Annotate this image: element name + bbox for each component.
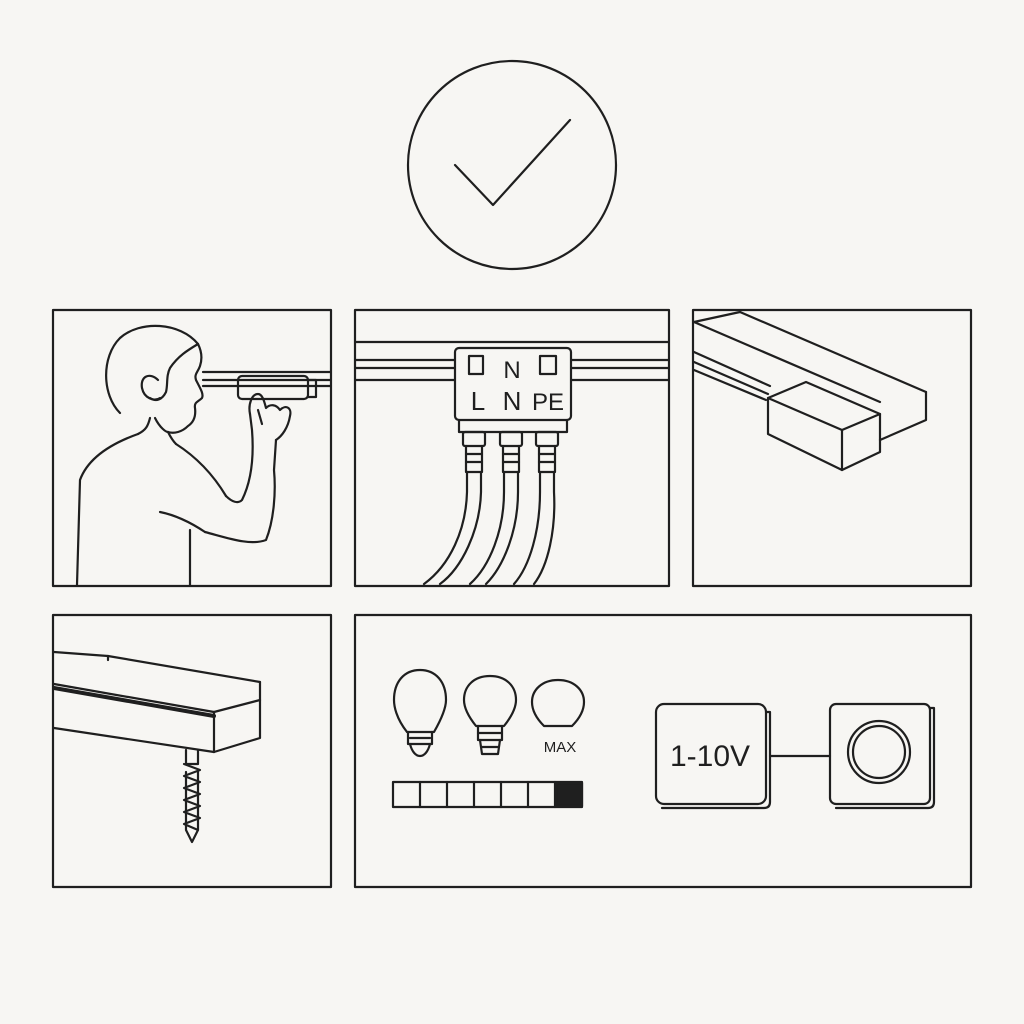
panel-dimming: MAX 1-10V (353, 613, 973, 889)
panel-screw (51, 613, 333, 889)
panel-mounting (51, 308, 333, 588)
terminal-label-top: N (503, 357, 520, 384)
bulb-icon (392, 668, 448, 758)
checkmark-circle-icon (406, 59, 618, 271)
dimmer-switch-icon (828, 702, 936, 810)
person-mounting-track-icon (75, 324, 332, 587)
level-bar-filled-segment (554, 781, 584, 808)
terminal-label-pe: PE (532, 389, 564, 416)
bulb-icon (462, 674, 518, 756)
terminal-label-n: N (503, 386, 522, 416)
terminal-label-l: L (471, 386, 485, 416)
track-adapter-icon (692, 310, 928, 472)
panel-adapter (691, 308, 973, 588)
level-bar (391, 780, 584, 809)
bulb-icon: MAX (530, 678, 586, 756)
dimmer-module-icon: 1-10V (654, 702, 772, 810)
terminal-block-icon: N L N PE (354, 340, 670, 586)
dimmer-label: 1-10V (670, 740, 750, 773)
max-label: MAX (544, 739, 577, 756)
rail-screw-mount-icon (52, 650, 262, 844)
panel-wiring: N L N PE (353, 308, 671, 588)
